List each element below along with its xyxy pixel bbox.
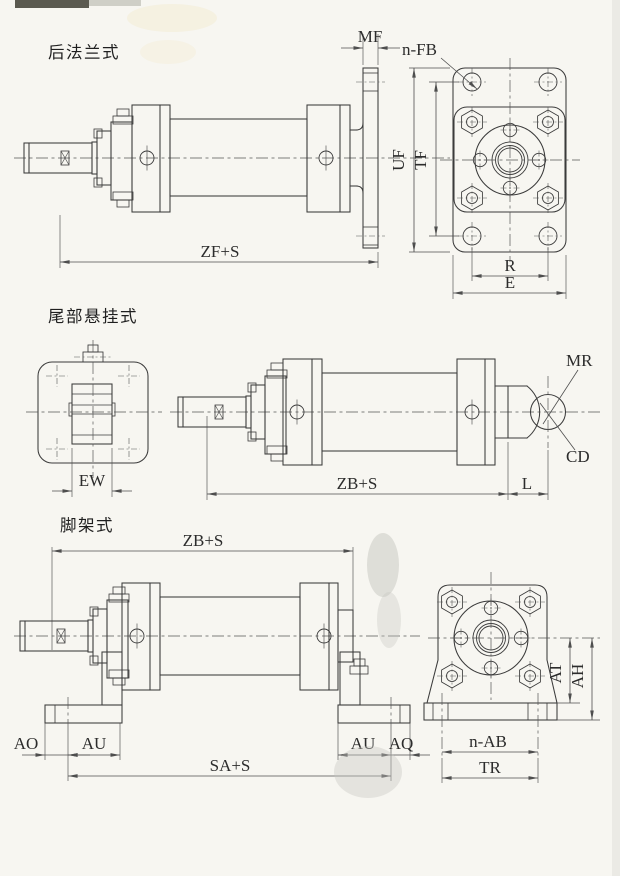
tie-rod-nut (436, 660, 468, 692)
dim-label-mf: MF (358, 27, 383, 46)
tie-rod-center-mark (117, 437, 141, 461)
dim-label-e: E (505, 273, 515, 292)
front-port (289, 399, 305, 425)
rear-foot-bracket (339, 651, 361, 706)
foot-mount-side-view: ZB+S (14, 531, 430, 781)
dim-label-at: AT (546, 662, 565, 683)
flange-bolt-hole (457, 221, 487, 251)
foot-mount-end-view: n-AB TR AT AH (423, 572, 600, 783)
section-tail-clevis: 尾部悬挂式 EW (26, 307, 600, 500)
dim-label-zf-s: ZF+S (201, 242, 240, 261)
section-title-tail-clevis: 尾部悬挂式 (48, 307, 138, 326)
tie-rod-nut (532, 182, 564, 214)
section-foot-mount: 脚架式 ZB+S (14, 516, 600, 783)
rear-flange-dimensions: MF n-FB ZF+S UF TF R E (59, 27, 567, 299)
section-title-foot-mount: 脚架式 (60, 516, 114, 535)
tie-rod-nut (456, 106, 488, 138)
dim-label-ao: AO (14, 734, 39, 753)
rear-flange-end-view (440, 58, 580, 262)
dim-label-au-left: AU (82, 734, 107, 753)
rear-flange-side-view (14, 67, 450, 249)
dim-label-ah: AH (568, 664, 587, 689)
tie-rod-nut (514, 586, 546, 618)
dim-label-r: R (504, 256, 516, 275)
dim-label-l: L (522, 474, 532, 493)
clevis-eye-lug (526, 385, 541, 439)
dim-label-n-fb: n-FB (402, 40, 437, 59)
tie-rod-center-mark (117, 364, 141, 388)
dim-label-n-ab: n-AB (469, 732, 507, 751)
tie-rod-nut (436, 586, 468, 618)
section-rear-flange: 后法兰式 (14, 27, 580, 299)
tie-rod-center-mark (45, 364, 69, 388)
section-title-rear-flange: 后法兰式 (48, 43, 120, 62)
dim-label-zb-s-top: ZB+S (183, 531, 224, 550)
dim-label-aq: AQ (389, 734, 414, 753)
tie-rod-nut (456, 182, 488, 214)
dim-label-cd: CD (566, 447, 590, 466)
dim-label-tr: TR (479, 758, 501, 777)
dim-label-zb-s: ZB+S (337, 474, 378, 493)
tie-rod-center-mark (45, 437, 69, 461)
tie-rod-nut (532, 106, 564, 138)
tail-clevis-side-view: MR CD ZB+S L (170, 351, 600, 500)
flange-bolt-hole (533, 67, 563, 97)
tail-clevis-end-view: EW (26, 340, 162, 497)
dim-label-tf: TF (411, 150, 430, 170)
dim-label-ew: EW (79, 471, 106, 490)
scan-artifacts (15, 0, 620, 876)
flange-bolt-hole (533, 221, 563, 251)
tie-rod-nut (514, 660, 546, 692)
flange-bolt-hole (457, 67, 487, 97)
dim-label-uf: UF (389, 149, 408, 171)
dim-label-au-right: AU (351, 734, 376, 753)
dim-label-mr: MR (566, 351, 593, 370)
dim-label-sa-s: SA+S (210, 756, 251, 775)
flange-plate-side (362, 67, 379, 249)
